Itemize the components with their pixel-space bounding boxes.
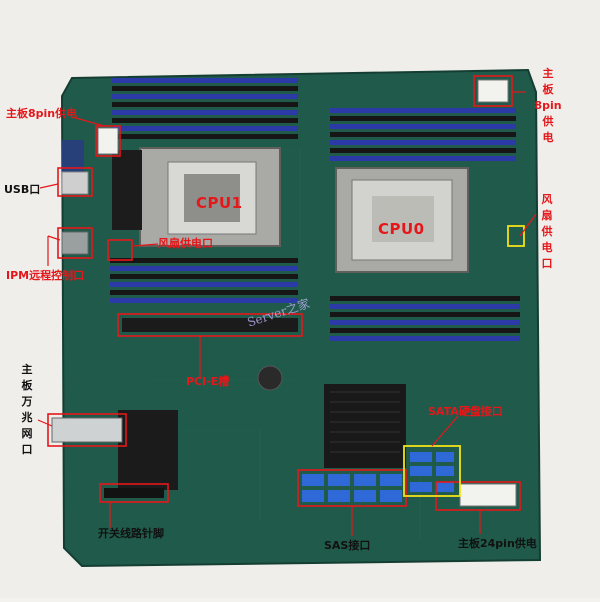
- pch-heatsink: [118, 410, 178, 490]
- sata-connectors: [410, 452, 454, 492]
- cmos-battery: [257, 365, 283, 391]
- dimm-slots-middle-left: [110, 258, 298, 303]
- rj45-port: [61, 231, 89, 255]
- switch-header-shape: [104, 488, 164, 498]
- cpu1-socket: [139, 147, 281, 247]
- cpu0-socket: [335, 167, 469, 273]
- label-cpu0: CPU0: [378, 220, 425, 238]
- label-sata-port: SATA硬盘接口: [428, 405, 503, 418]
- label-board-8pin-left: 主板8pin供电: [6, 107, 78, 120]
- twentyfour-pin-shape: [459, 483, 517, 507]
- sas-connectors: [302, 474, 402, 502]
- leader-lines: [37, 91, 537, 536]
- label-board-10g: 主 板 万 兆 网 口: [21, 363, 33, 456]
- dimm-slots-middle-right: [330, 296, 520, 341]
- vga-port: [62, 140, 84, 174]
- dimm-slots-top-left: [112, 78, 298, 139]
- heatsink-fins: [330, 391, 400, 453]
- label-board-24pin: 主板24pin供电: [458, 537, 537, 550]
- sas-heatsink: [324, 384, 406, 468]
- sfp-port: [51, 417, 123, 443]
- label-board-8pin-right: 主 板 8pin 供 电: [534, 67, 562, 144]
- label-fan-power-port: 风扇供电口: [158, 237, 213, 250]
- eight-pin-left-shape: [97, 127, 119, 155]
- dimm-slots-top-right: [330, 108, 516, 161]
- label-ipmi: IPM远程控制口: [6, 269, 85, 282]
- usb-port: [61, 171, 89, 195]
- label-switch-pins: 开关线路针脚: [98, 527, 164, 540]
- pcie-slot-shape: [122, 318, 298, 332]
- label-cpu1: CPU1: [196, 194, 243, 212]
- label-pcie-slot: PCI-E槽: [186, 375, 230, 388]
- vrm-heatsink-left: [112, 150, 142, 230]
- eight-pin-right-shape: [477, 79, 509, 103]
- label-usb: USB口: [4, 183, 41, 196]
- label-sas-port: SAS接口: [324, 539, 371, 552]
- label-fan-power-right: 风 扇 供 电 口: [541, 193, 553, 270]
